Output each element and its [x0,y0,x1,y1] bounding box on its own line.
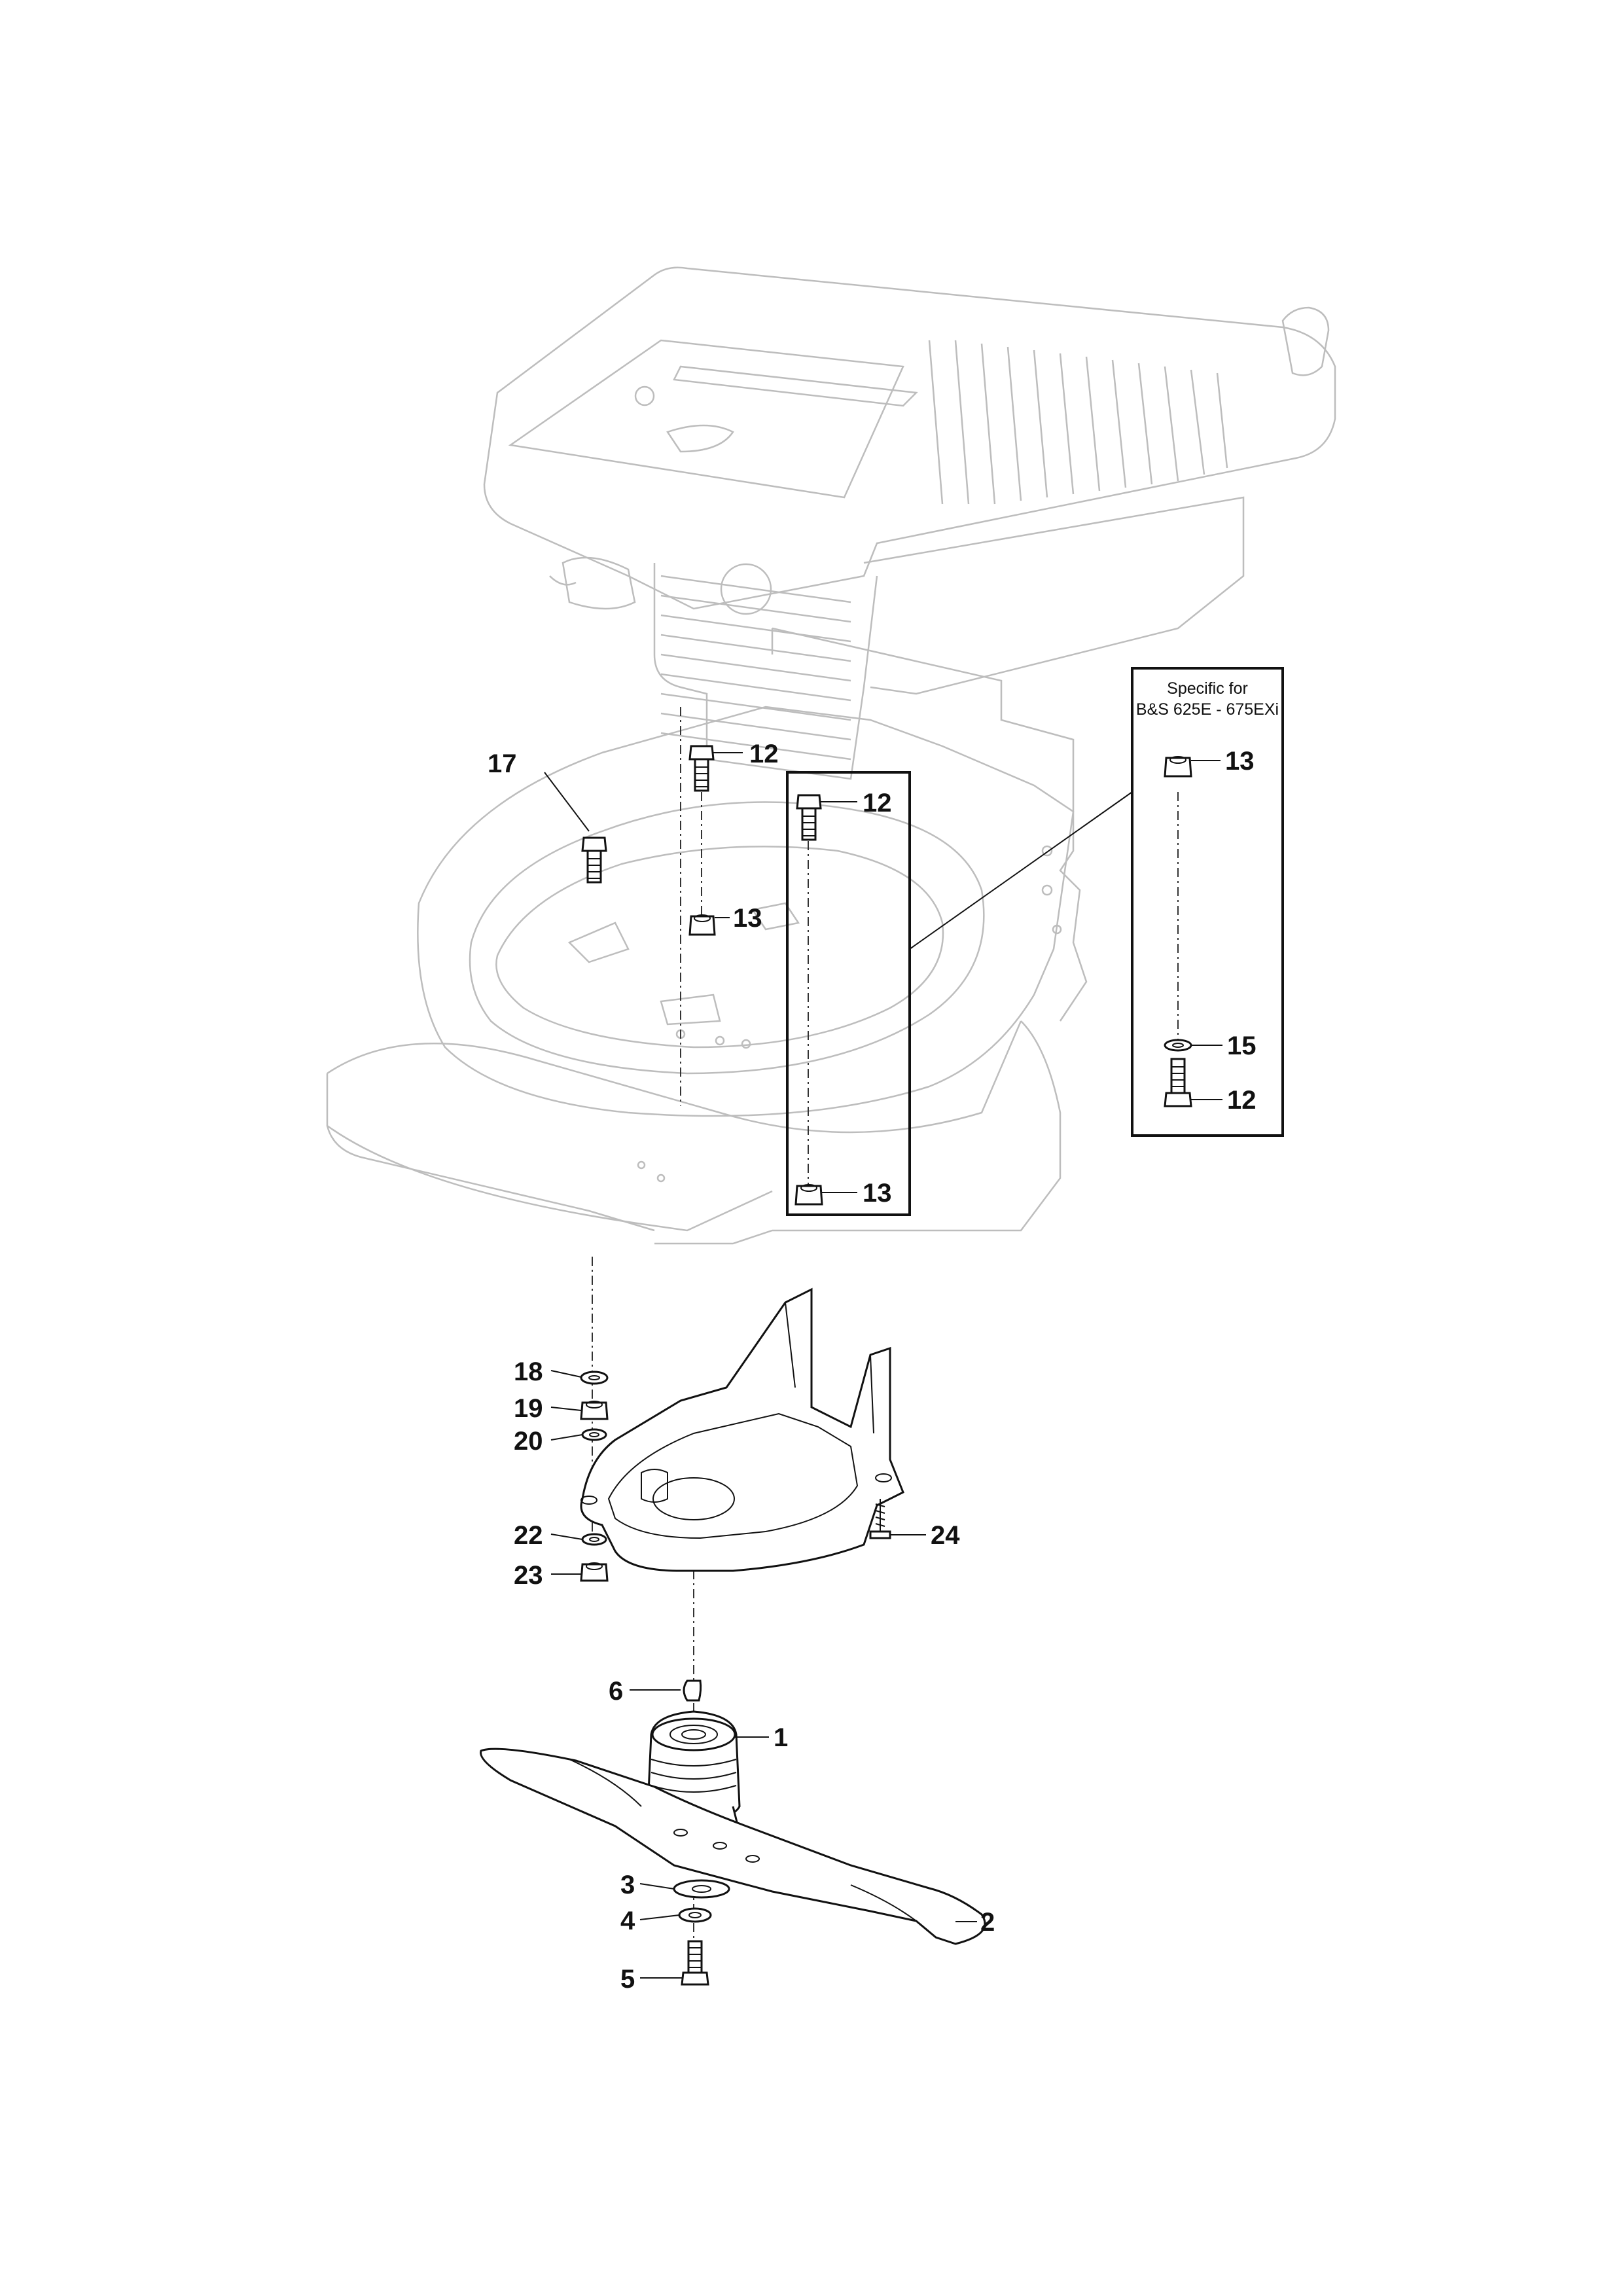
callout-13-upper: 13 [733,904,762,933]
blade-fasteners [673,1879,730,1986]
callout-4: 4 [620,1907,635,1935]
callout-18: 18 [514,1357,543,1386]
nut-13-specific [1164,756,1192,778]
washer-3 [673,1879,730,1899]
callout-2: 2 [980,1908,995,1937]
callout-labels: 17 12 12 13 13 13 15 12 18 19 20 22 23 2… [488,740,1257,1994]
callout-12-upper: 12 [749,740,779,768]
nut-13-upper [688,914,716,936]
callout-1: 1 [774,1723,788,1752]
bolt-12-specific [1164,1058,1192,1107]
inset-box-specific [1131,667,1284,1137]
hardware-group-upper [581,745,1192,1206]
engine-outline [483,266,1336,780]
specific-note-line1: Specific for [1167,679,1248,698]
inset-box-connector [909,791,1133,950]
callout-23: 23 [514,1561,543,1590]
washer-15-specific [1164,1039,1192,1052]
callout-5: 5 [620,1965,635,1994]
washer-20 [581,1428,607,1441]
engine-cooling-fins [928,340,1228,505]
bolt-17 [581,836,607,884]
callout-17: 17 [488,749,517,778]
callout-12-box: 12 [863,789,892,817]
callout-22: 22 [514,1521,543,1550]
bolt-12-box [796,794,822,841]
screw-24 [869,1499,891,1539]
callout-13-specific: 13 [1225,747,1255,776]
callout-19: 19 [514,1394,543,1423]
washer-22 [581,1533,607,1546]
hardware-group-lower [580,1371,891,1582]
engine-side-vents [660,575,851,761]
specific-note-line2: B&S 625E - 675EXi [1136,700,1279,719]
callout-13-box: 13 [863,1179,892,1208]
bolt-12-upper [688,745,715,792]
mower-deck-outline [326,627,1088,1245]
callout-12-specific: 12 [1227,1086,1257,1115]
nut-13-box [794,1184,823,1206]
bolt-5 [681,1940,709,1986]
callout-20: 20 [514,1427,543,1456]
nut-19 [580,1401,609,1420]
specific-note: Specific for B&S 625E - 675EXi [1136,679,1279,719]
callout-24: 24 [931,1521,960,1550]
cutting-blade [480,1748,986,1945]
nut-23 [580,1562,609,1582]
grass-guide-baffle [580,1287,904,1572]
leader-lines [544,752,1222,1979]
callout-15: 15 [1227,1031,1257,1060]
washer-4 [678,1907,712,1923]
callout-3: 3 [620,1871,635,1899]
callout-6: 6 [609,1677,623,1706]
inset-box-center [786,771,911,1216]
washer-18 [580,1371,609,1385]
